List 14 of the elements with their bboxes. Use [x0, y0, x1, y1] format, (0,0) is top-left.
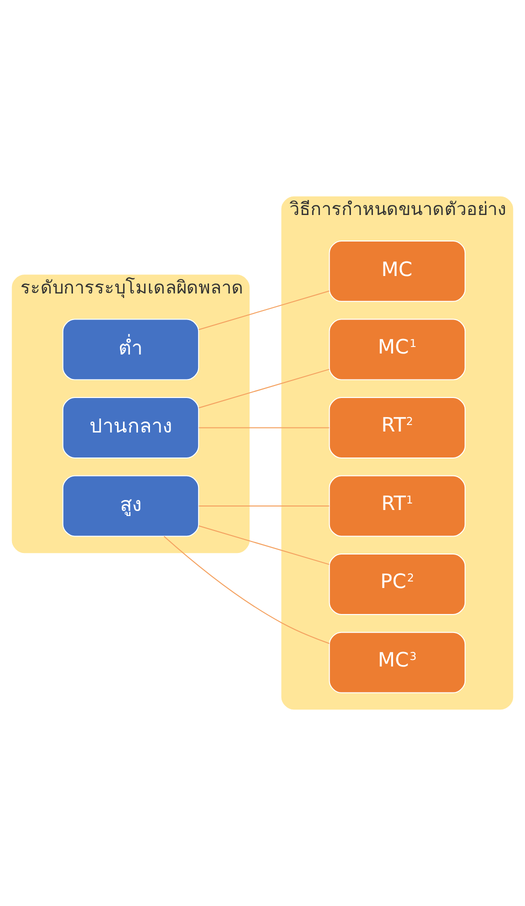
node-box: ปานกลาง — [62, 397, 200, 458]
connector — [198, 368, 330, 408]
node-box: สูง — [62, 475, 200, 537]
node-box: MC$^{3}$ — [328, 632, 466, 694]
node-box: PC$^{2}$ — [328, 554, 466, 615]
node-box: MC$^{1}$ — [328, 318, 466, 380]
connector — [198, 427, 330, 428]
connector — [198, 290, 330, 330]
node-box: MC — [328, 240, 466, 302]
node-box: ต่ำ — [62, 318, 200, 380]
node-box: RT$^{1}$ — [328, 475, 466, 537]
connector — [164, 536, 330, 644]
connector — [198, 525, 330, 565]
node-box: RT$^{2}$ — [328, 397, 466, 458]
